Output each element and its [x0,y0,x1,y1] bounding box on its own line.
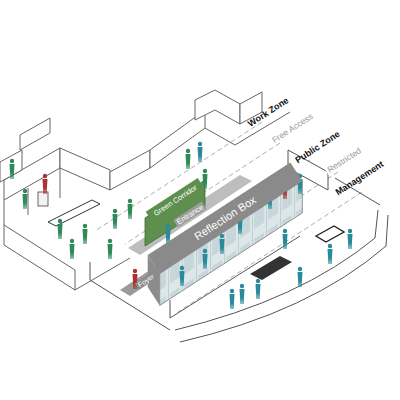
person-figure [23,189,28,209]
person-figure [240,284,245,304]
person-figure [108,239,113,259]
access-label: Free Access [268,110,316,146]
person-figure [256,279,261,299]
person-figure [198,142,203,162]
person-figure [58,219,63,239]
zone-guide [95,122,362,312]
person-figure [70,239,75,259]
person-figure [298,267,303,287]
person-figure [10,159,15,179]
person-figure [113,209,118,229]
person-figure [43,174,48,194]
person-figure [83,224,88,244]
management-floor [90,150,388,342]
person-figure [186,149,191,169]
person-figure [220,234,225,254]
person-figure [348,229,353,249]
person-figure [283,229,288,249]
work-table [48,200,100,226]
people [10,142,353,309]
person-figure [203,249,208,269]
meeting-tables [250,226,344,280]
person-figure [180,266,185,286]
access-label: Restricted [324,144,365,175]
person-figure [128,199,133,219]
person-figure [230,289,235,309]
person-figure [328,244,333,264]
